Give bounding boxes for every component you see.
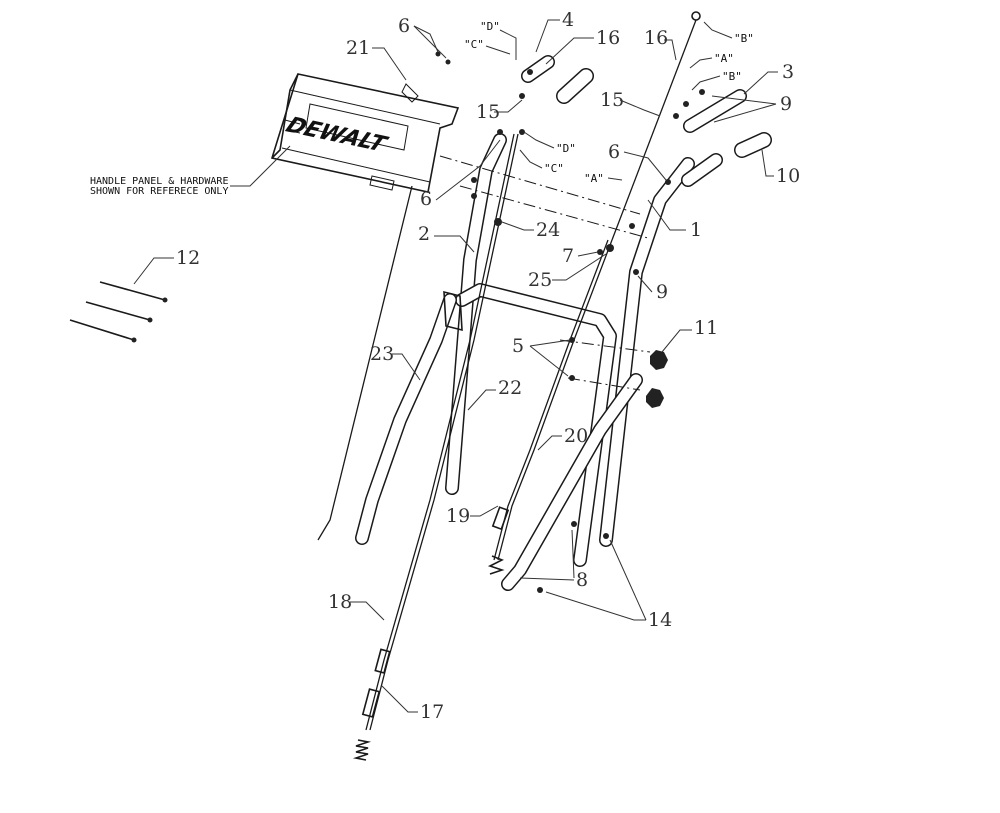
tag-a-top: "A" bbox=[714, 52, 734, 65]
callout-23: 23 bbox=[370, 343, 394, 365]
callout-25: 25 bbox=[528, 269, 552, 291]
callout-22: 22 bbox=[498, 377, 522, 399]
hardware bbox=[435, 51, 705, 593]
callout-9-top: 9 bbox=[780, 93, 792, 115]
control-cables bbox=[365, 19, 697, 731]
tag-b-top: "B" bbox=[734, 32, 754, 45]
callout-18: 18 bbox=[328, 591, 352, 613]
callout-6-right: 6 bbox=[608, 141, 620, 163]
right-brace bbox=[501, 373, 643, 591]
left-brace bbox=[355, 290, 463, 545]
callout-10: 10 bbox=[776, 165, 800, 187]
tag-a-mid: "A" bbox=[584, 172, 604, 185]
callout-15-right: 15 bbox=[600, 89, 624, 111]
note-line-2: SHOWN FOR REFERECE ONLY bbox=[90, 186, 228, 197]
handle-panel: DEWALT bbox=[270, 73, 460, 193]
callout-14: 14 bbox=[648, 609, 672, 631]
tag-d-mid: "D" bbox=[556, 142, 576, 155]
callout-16-left: 16 bbox=[596, 27, 620, 49]
callout-6-left: 6 bbox=[420, 188, 432, 210]
tag-c-mid: "C" bbox=[544, 162, 564, 175]
callout-16-right: 16 bbox=[644, 27, 668, 49]
callout-1: 1 bbox=[690, 219, 702, 241]
cable-spring-ends bbox=[352, 11, 701, 761]
tag-d-top: "D" bbox=[480, 20, 500, 33]
tag-c-top: "C" bbox=[464, 38, 484, 51]
callout-15-left: 15 bbox=[476, 101, 500, 123]
callout-20: 20 bbox=[564, 425, 588, 447]
callouts: 1 2 3 4 5 6 6 6 7 8 9 9 10 11 12 bbox=[133, 9, 800, 723]
callout-21: 21 bbox=[346, 37, 370, 59]
alignment-lines bbox=[439, 155, 651, 391]
callout-6-top: 6 bbox=[398, 15, 410, 37]
note-line-1: HANDLE PANEL & HARDWARE bbox=[90, 176, 228, 187]
tag-b-mid: "B" bbox=[722, 70, 742, 83]
callout-5: 5 bbox=[512, 335, 524, 357]
callout-7: 7 bbox=[562, 245, 574, 267]
connection-tags: "D" "C" "D" "C" "B" "A" "B" "A" bbox=[464, 20, 754, 185]
callout-12: 12 bbox=[176, 247, 200, 269]
dewalt-logo: DEWALT bbox=[282, 113, 392, 158]
callout-3: 3 bbox=[782, 61, 794, 83]
callout-17: 17 bbox=[420, 701, 444, 723]
control-rod-left bbox=[317, 185, 413, 541]
bolt-set bbox=[69, 281, 168, 343]
callout-9-mid: 9 bbox=[656, 281, 668, 303]
right-handle-tube bbox=[599, 157, 695, 547]
callout-11: 11 bbox=[694, 317, 718, 339]
callout-2: 2 bbox=[418, 223, 430, 245]
callout-4: 4 bbox=[562, 9, 574, 31]
callout-8: 8 bbox=[576, 569, 588, 591]
callout-19: 19 bbox=[446, 505, 470, 527]
callout-24: 24 bbox=[536, 219, 560, 241]
lower-u-handle bbox=[455, 283, 617, 567]
reference-note: HANDLE PANEL & HARDWARE SHOWN FOR REFERE… bbox=[90, 145, 291, 197]
